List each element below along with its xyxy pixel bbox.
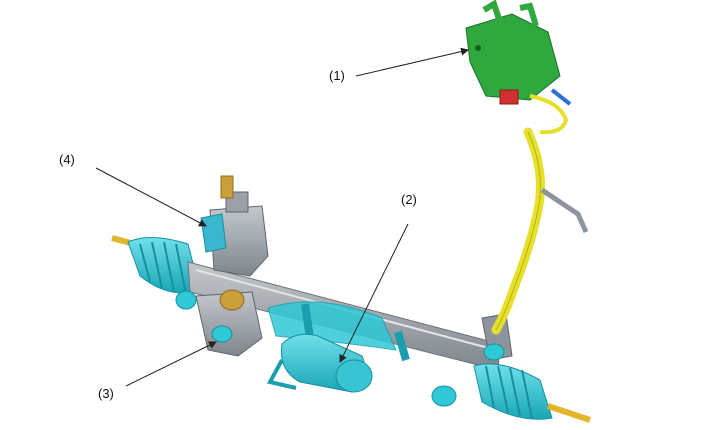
callout-label-3: (3) [98, 386, 114, 401]
leader-line-1 [355, 47, 469, 77]
pinion-housing [200, 175, 269, 277]
leader-line-3 [125, 341, 217, 387]
callout-label-2: (2) [401, 192, 417, 207]
wiring-harness [491, 127, 545, 335]
right-bellows-boot [473, 363, 553, 420]
assist-motor [266, 333, 373, 393]
callout-label-1: (1) [329, 68, 345, 83]
callout-label-4: (4) [59, 152, 75, 167]
right-tie-rod [547, 403, 591, 423]
right-mount [431, 313, 513, 407]
ecu-module [465, 0, 572, 135]
leader-line-2 [339, 223, 409, 363]
leader-line-4 [95, 167, 207, 227]
lower-gear-assembly [175, 289, 263, 357]
